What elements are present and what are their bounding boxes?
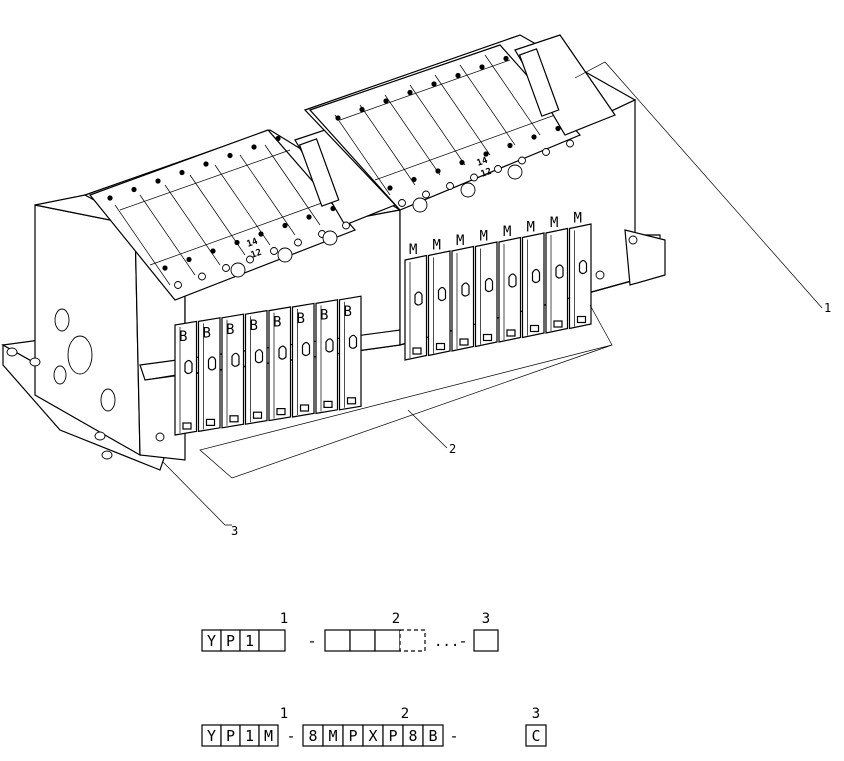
code-cell: P — [348, 727, 357, 745]
callout-1: 1 — [824, 301, 831, 315]
right-subbase — [404, 254, 428, 361]
code-dash: - — [286, 727, 295, 745]
code-ellipsis: ... — [434, 634, 459, 650]
right-subbase — [427, 250, 451, 357]
right-port-label-14: 14 — [476, 156, 490, 169]
right-letter: M — [550, 215, 558, 231]
right-letter: M — [527, 220, 535, 236]
code-cell: B — [428, 727, 437, 745]
left-subbase — [268, 306, 292, 422]
right-subbase — [498, 236, 522, 343]
right-subbase — [521, 232, 545, 339]
right-subbase — [568, 223, 592, 330]
left-port-label-14: 14 — [246, 237, 260, 250]
code-cell: P — [226, 727, 235, 745]
right-subbase — [474, 241, 498, 348]
code-dash: - — [449, 727, 458, 745]
top-plate-indicators — [107, 55, 574, 289]
code-cell: Y — [207, 632, 216, 650]
right-letter: M — [574, 211, 582, 227]
code-group-number: 3 — [482, 611, 490, 627]
leader-lines — [162, 61, 823, 526]
left-subbase — [174, 320, 198, 436]
left-letter: B — [179, 329, 187, 345]
left-subbase — [291, 302, 315, 418]
code-cell: 1 — [245, 632, 254, 650]
left-subbase — [338, 295, 362, 411]
right-top-plate — [308, 34, 616, 211]
code-group-number: 2 — [401, 706, 409, 722]
code-dash: - — [307, 632, 316, 650]
right-letter: M — [409, 242, 417, 258]
right-subbase — [451, 245, 475, 352]
callout-3: 3 — [231, 524, 238, 538]
right-subbase — [545, 227, 569, 334]
code-cell: C — [531, 727, 540, 745]
code-cell: 8 — [308, 727, 317, 745]
code-cell: P — [388, 727, 397, 745]
code-cell: M — [264, 727, 273, 745]
left-top-plate — [89, 124, 396, 301]
right-letter: M — [480, 229, 488, 245]
code-group-number: 2 — [392, 611, 400, 627]
code-cell: 1 — [245, 727, 254, 745]
left-letter: B — [226, 322, 234, 338]
left-letter: B — [344, 304, 352, 320]
left-subbase — [197, 317, 221, 433]
code-cell: P — [226, 632, 235, 650]
code-group-number: 1 — [280, 706, 288, 722]
left-letter: B — [297, 311, 305, 327]
left-subbase — [244, 309, 268, 425]
right-letter: M — [433, 238, 441, 254]
left-letter: B — [320, 307, 328, 323]
right-port-label-12: 12 — [480, 167, 494, 180]
left-letter: B — [273, 315, 281, 331]
left-letter: B — [203, 325, 211, 341]
code-cell: Y — [207, 727, 216, 745]
code-dash: - — [458, 632, 467, 650]
code-cell: M — [328, 727, 337, 745]
code-group-number: 3 — [532, 706, 540, 722]
left-subbase — [315, 299, 339, 415]
right-letter: M — [456, 233, 464, 249]
left-end-plate — [1, 194, 186, 471]
code-cell: 8 — [408, 727, 417, 745]
callout-2: 2 — [449, 442, 456, 456]
right-letter: M — [503, 224, 511, 240]
left-letter: B — [250, 318, 258, 334]
left-subbase — [221, 313, 245, 429]
code-group-number: 1 — [280, 611, 288, 627]
code-cell: X — [368, 727, 377, 745]
